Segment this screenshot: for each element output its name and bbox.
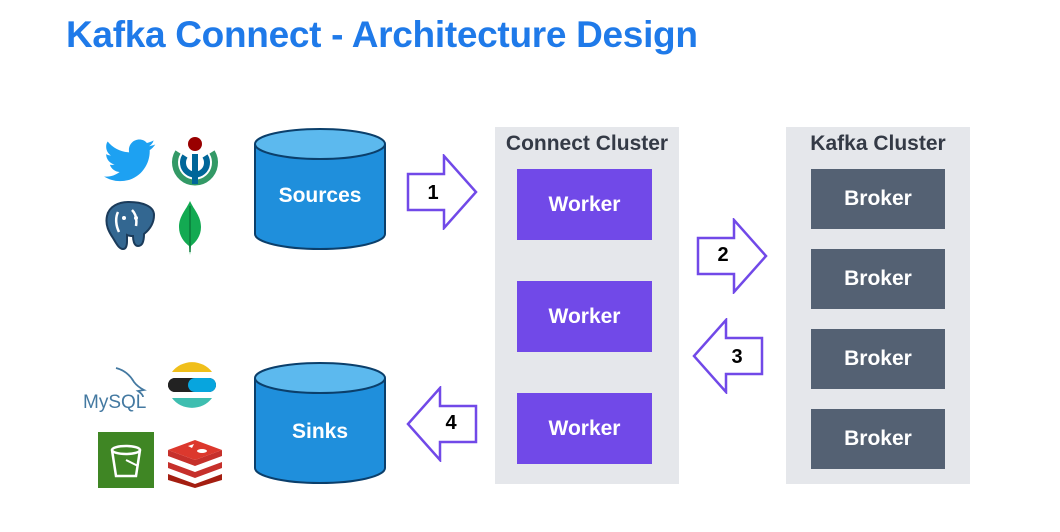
sources-label: Sources bbox=[278, 184, 362, 207]
twitter-icon bbox=[104, 138, 156, 184]
worker-1: Worker bbox=[517, 169, 652, 240]
arrow-2 bbox=[696, 218, 768, 294]
aws-s3-icon bbox=[98, 432, 154, 488]
arrow-3 bbox=[692, 318, 764, 394]
sources-cylinder bbox=[254, 128, 386, 250]
arrow-4-label: 4 bbox=[445, 412, 457, 434]
kafka-cluster-title: Kafka Cluster bbox=[810, 132, 946, 155]
broker-3: Broker bbox=[811, 329, 945, 389]
broker-2: Broker bbox=[811, 249, 945, 309]
page-title: Kafka Connect - Architecture Design bbox=[66, 14, 698, 55]
worker-2: Worker bbox=[517, 281, 652, 352]
redis-icon bbox=[166, 436, 224, 488]
connect-cluster-title: Connect Cluster bbox=[505, 132, 669, 155]
svg-text:MySQL: MySQL bbox=[83, 392, 146, 412]
broker-1: Broker bbox=[811, 169, 945, 229]
mysql-icon: MySQL bbox=[82, 364, 154, 412]
sinks-label: Sinks bbox=[291, 420, 349, 443]
worker-3: Worker bbox=[517, 393, 652, 464]
arrow-2-label: 2 bbox=[717, 244, 729, 266]
arrow-1-label: 1 bbox=[427, 182, 439, 204]
mongodb-icon bbox=[176, 200, 204, 256]
arrow-4 bbox=[406, 386, 478, 462]
wikimedia-icon bbox=[170, 134, 220, 186]
postgresql-icon bbox=[100, 198, 158, 254]
sinks-cylinder bbox=[254, 362, 386, 484]
broker-4: Broker bbox=[811, 409, 945, 469]
elasticsearch-icon bbox=[166, 360, 218, 412]
arrow-3-label: 3 bbox=[731, 346, 743, 368]
arrow-1 bbox=[406, 154, 478, 230]
